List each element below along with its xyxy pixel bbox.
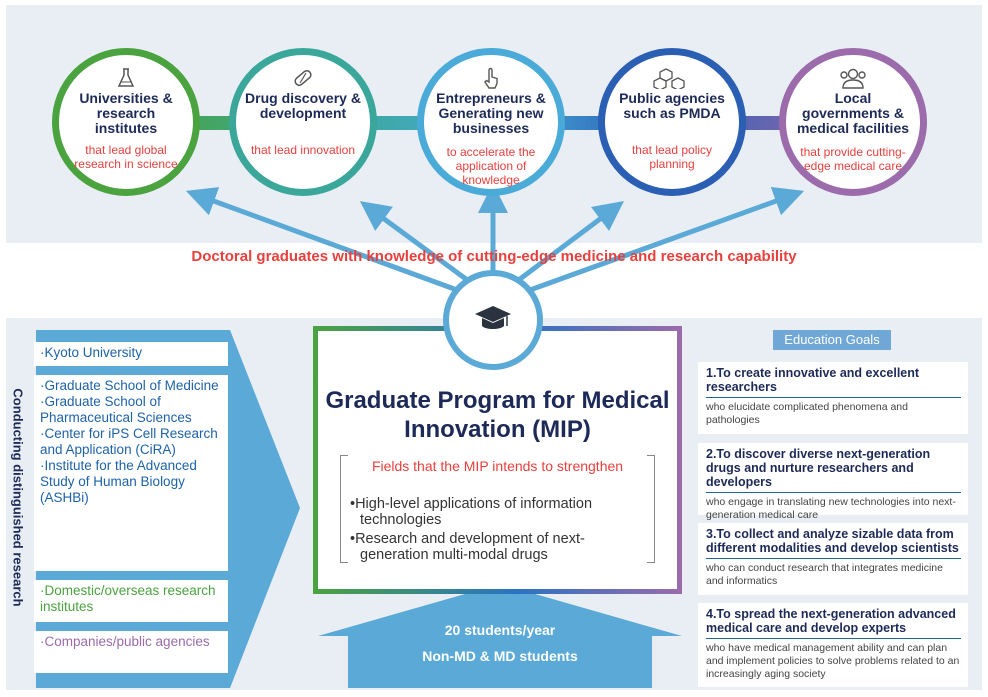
- right-bracket: [647, 455, 655, 563]
- list-item: ·Domestic/overseas research institutes: [40, 583, 216, 614]
- left-bracket: [340, 455, 348, 563]
- list-item: ·Graduate School of Medicine: [40, 378, 219, 393]
- circle-local-governments: Local governments & medical facilities t…: [779, 48, 927, 196]
- goal-card: 1.To create innovative and excellent res…: [698, 362, 968, 434]
- list-item: ·Companies/public agencies: [40, 634, 210, 649]
- circle-entrepreneurs: Entrepreneurs & Generating new businesse…: [417, 48, 565, 196]
- field-item: •Research and development of next-genera…: [350, 531, 585, 563]
- goal-description: who elucidate complicated phenomena and …: [706, 401, 908, 426]
- circle-title: Public agencies such as PMDA: [619, 90, 725, 121]
- left-box-domestic: ·Domestic/overseas research institutes: [34, 580, 228, 622]
- goal-description: who have medical management ability and …: [706, 642, 960, 680]
- goal-card: 3.To collect and analyze sizable data fr…: [698, 523, 968, 595]
- goal-title: 4.To spread the next-generation advanced…: [706, 607, 961, 639]
- left-box-schools: ·Graduate School of Medicine ·Graduate S…: [34, 375, 228, 571]
- arrow-to-public-agencies: [514, 201, 624, 284]
- circle-subtitle: that provide cutting-edge medical care: [800, 145, 906, 173]
- goal-description: who engage in translating new technologi…: [706, 496, 956, 521]
- circle-title: Entrepreneurs & Generating new businesse…: [436, 90, 546, 136]
- people-icon: [786, 67, 920, 89]
- list-item: ·Center for iPS Cell Research and Applic…: [40, 426, 218, 457]
- arrow-to-drug-discovery: [359, 201, 472, 285]
- arrow-to-local-governments: [529, 186, 805, 293]
- list-item: ·Graduate School of Pharmaceutical Scien…: [40, 394, 192, 425]
- circle-public-agencies: Public agencies such as PMDA that lead p…: [598, 48, 746, 196]
- fields-title: Fields that the MIP intends to strengthe…: [371, 458, 624, 474]
- circle-title: Universities & research institutes: [79, 90, 173, 136]
- field-item: •High-level applications of information …: [350, 496, 593, 528]
- left-box-kyoto: ·Kyoto University: [34, 342, 228, 366]
- intake-type: Non-MD & MD students: [422, 648, 578, 664]
- graduation-cap-badge: [443, 270, 543, 370]
- list-item: ·Institute for the Advanced Study of Hum…: [40, 458, 197, 505]
- goal-title: 2.To discover diverse next-generation dr…: [706, 447, 961, 493]
- program-title: Graduate Program for Medical Innovation …: [325, 387, 670, 443]
- circle-universities: Universities & research institutes that …: [52, 48, 200, 196]
- goal-card: 4.To spread the next-generation advanced…: [698, 603, 968, 687]
- goal-title: 1.To create innovative and excellent res…: [706, 366, 961, 398]
- circle-subtitle: to accelerate the application of knowled…: [446, 145, 536, 187]
- circle-drug-discovery: Drug discovery & development that lead i…: [229, 48, 377, 196]
- circle-subtitle: that lead innovation: [250, 143, 356, 157]
- goal-card: 2.To discover diverse next-generation dr…: [698, 443, 968, 521]
- circle-title: Drug discovery & development: [245, 90, 361, 121]
- circle-title: Local governments & medical facilities: [796, 90, 910, 136]
- pointing-hand-icon: [424, 67, 558, 89]
- graduates-headline: Doctoral graduates with knowledge of cut…: [191, 248, 797, 265]
- cubes-icon: [605, 67, 739, 89]
- list-item: ·Kyoto University: [40, 345, 143, 360]
- circle-subtitle: that lead policy planning: [631, 143, 713, 171]
- intake-count: 20 students/year: [444, 622, 556, 638]
- arrow-to-universities: [185, 187, 458, 293]
- side-label: Conducting distinguished research: [10, 388, 26, 607]
- goal-title: 3.To collect and analyze sizable data fr…: [706, 527, 961, 559]
- fields-list: •High-level applications of information …: [350, 496, 647, 566]
- flask-icon: [59, 67, 193, 89]
- capsule-icon: [236, 67, 370, 89]
- goal-description: who can conduct research that integrates…: [706, 562, 943, 587]
- education-goals-header: Education Goals: [773, 330, 891, 350]
- left-box-companies: ·Companies/public agencies: [34, 631, 228, 673]
- circle-subtitle: that lead global research in science: [74, 143, 178, 171]
- intake-arrow-shape: [318, 584, 682, 688]
- graduation-cap-icon: [475, 306, 511, 329]
- program-box: Graduate Program for Medical Innovation …: [313, 326, 682, 594]
